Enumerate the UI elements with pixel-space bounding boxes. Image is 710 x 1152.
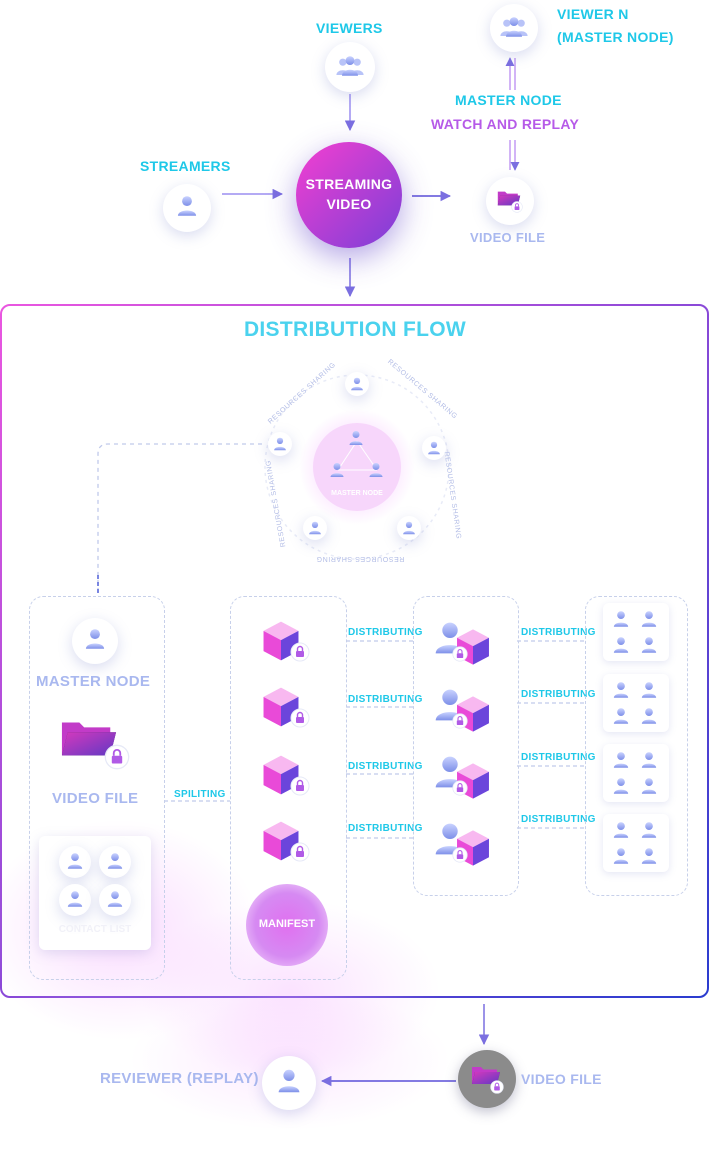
replay-video-file-node: [458, 1050, 516, 1108]
distributing-label-4: DISTRIBUTING: [348, 823, 423, 834]
distributing-right-label-1: DISTRIBUTING: [521, 627, 596, 638]
viewer-group: [603, 674, 669, 732]
resource-sharing-ring: [264, 374, 450, 560]
contact-list-label: CONTACT LIST: [58, 924, 132, 935]
folder-lock-icon: [58, 714, 134, 774]
contact-avatar: [99, 884, 131, 916]
users-group-icon: [613, 611, 657, 653]
reviewer-node: [262, 1056, 316, 1110]
user-icon: [278, 1069, 300, 1093]
contact-list-card: CONTACT LIST: [39, 836, 151, 950]
viewer-n-node: [490, 4, 538, 52]
viewers-node: [325, 42, 375, 92]
viewer-group: [603, 603, 669, 661]
video-file-label: VIDEO FILE: [470, 230, 546, 245]
cube-lock-icon: [256, 684, 316, 732]
distributing-right-label-3: DISTRIBUTING: [521, 752, 596, 763]
watch-replay-label: WATCH AND REPLAY: [431, 116, 580, 132]
folder-lock-icon: [472, 1067, 504, 1094]
contact-avatar: [59, 884, 91, 916]
reviewer-label: REVIEWER (REPLAY): [100, 1070, 259, 1087]
ring-node-bottom-right: [397, 516, 421, 540]
user-icon: [67, 891, 83, 907]
user-icon: [85, 629, 105, 649]
panel-master-node-label: MASTER NODE: [36, 673, 151, 690]
user-cube-icon: [428, 748, 496, 802]
manifest-label: MANIFEST: [258, 918, 316, 930]
master-node-panel: [29, 596, 165, 980]
manifest-node: MANIFEST: [246, 884, 328, 966]
viewer-groups-panel: [585, 596, 688, 896]
users-group-icon: [613, 682, 657, 724]
streaming-video-node: STREAMING VIDEO: [296, 142, 402, 248]
streaming-video-label: STREAMING: [305, 176, 393, 192]
distribution-title: DISTRIBUTION FLOW: [243, 318, 467, 341]
panel-video-file-label: VIDEO FILE: [52, 790, 139, 807]
cube-lock-icon: [256, 818, 316, 866]
streamers-label: STREAMERS: [140, 158, 231, 174]
contact-avatar: [59, 846, 91, 878]
users-group-icon: [613, 752, 657, 794]
ring-node-bottom-left: [303, 516, 327, 540]
cube-lock-icon: [256, 618, 316, 666]
viewer-group: [603, 814, 669, 872]
panel-master-node: [72, 618, 118, 664]
distributing-label-3: DISTRIBUTING: [348, 761, 423, 772]
user-cube-icon: [428, 681, 496, 735]
distributing-right-label-2: DISTRIBUTING: [521, 689, 596, 700]
ring-node-right: [422, 436, 446, 460]
ring-node-top: [345, 372, 369, 396]
user-icon: [67, 853, 83, 869]
hub-label: MASTER NODE: [331, 490, 383, 497]
viewer-group: [603, 744, 669, 802]
user-icon: [107, 891, 123, 907]
user-cube-icon: [428, 614, 496, 668]
distributing-label-1: DISTRIBUTING: [348, 627, 423, 638]
viewers-label: VIEWERS: [316, 20, 383, 36]
peers-panel: [413, 596, 519, 896]
streaming-video-sublabel: VIDEO: [326, 196, 372, 212]
video-file-node: [486, 177, 534, 225]
viewer-n-label: VIEWER N: [557, 6, 629, 22]
user-cube-icon: [428, 815, 496, 869]
replay-video-file-label: VIDEO FILE: [521, 1071, 602, 1087]
user-icon: [107, 853, 123, 869]
streamer-node: [163, 184, 211, 232]
top-connectors: [222, 57, 520, 298]
master-node-label: MASTER NODE: [455, 92, 562, 108]
chunks-panel: [230, 596, 347, 980]
users-group-icon: [613, 822, 657, 864]
spliting-label: SPILITING: [174, 789, 226, 800]
viewer-n-sublabel: (MASTER NODE): [557, 29, 674, 45]
distributing-right-label-4: DISTRIBUTING: [521, 814, 596, 825]
distributing-label-2: DISTRIBUTING: [348, 694, 423, 705]
ring-node-left: [268, 432, 292, 456]
contact-avatar: [99, 846, 131, 878]
cube-lock-icon: [256, 752, 316, 800]
